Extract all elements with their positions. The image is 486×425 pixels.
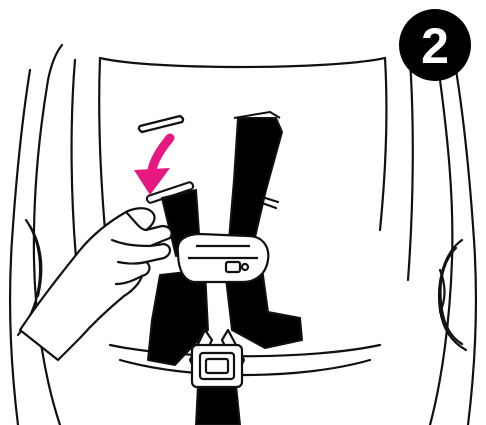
upper-left-slot xyxy=(139,116,183,132)
curved-arrow-icon xyxy=(134,138,170,195)
chest-clip-icon xyxy=(178,234,269,282)
hand-illustration xyxy=(20,208,172,360)
crotch-strap xyxy=(196,385,240,425)
step-number: 2 xyxy=(421,18,449,74)
step-number-badge: 2 xyxy=(399,9,471,81)
right-shoulder-strap xyxy=(228,118,282,252)
